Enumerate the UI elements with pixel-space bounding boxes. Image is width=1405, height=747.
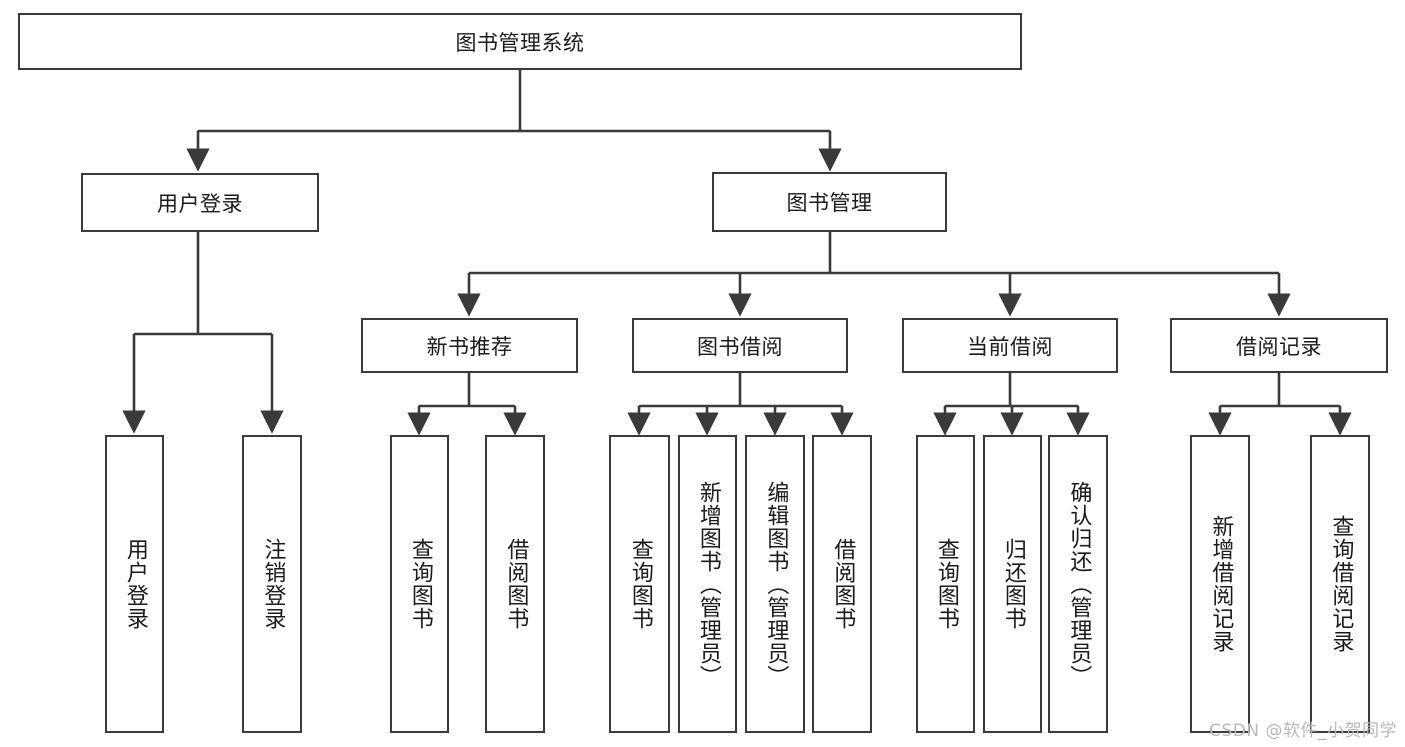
leaf-confirm-return-admin[interactable]: 确认归还（管理员） bbox=[1048, 435, 1108, 733]
node-book-borrow[interactable]: 图书借阅 bbox=[632, 318, 848, 373]
node-user-login[interactable]: 用户登录 bbox=[81, 173, 319, 232]
leaf-add-borrow-record[interactable]: 新增借阅记录 bbox=[1190, 435, 1250, 733]
leaf-borrow-book-recommend[interactable]: 借阅图书 bbox=[485, 435, 545, 733]
node-book-borrow-label: 图书借阅 bbox=[697, 334, 783, 359]
leaf-return-book-label: 归还图书 bbox=[1000, 538, 1026, 630]
leaf-search-book-recommend[interactable]: 查询图书 bbox=[390, 435, 449, 733]
leaf-add-book-admin-label: 新增图书（管理员） bbox=[695, 480, 721, 688]
leaf-edit-book-admin[interactable]: 编辑图书（管理员） bbox=[745, 435, 805, 733]
node-current-borrow[interactable]: 当前借阅 bbox=[902, 318, 1118, 373]
node-new-book-recommend[interactable]: 新书推荐 bbox=[361, 318, 578, 373]
leaf-user-login[interactable]: 用户登录 bbox=[105, 435, 164, 733]
leaf-borrow-book[interactable]: 借阅图书 bbox=[812, 435, 872, 733]
node-borrow-record[interactable]: 借阅记录 bbox=[1170, 318, 1388, 373]
node-user-login-label: 用户登录 bbox=[157, 191, 243, 216]
leaf-edit-book-admin-label: 编辑图书（管理员） bbox=[763, 480, 789, 688]
leaf-confirm-return-admin-label: 确认归还（管理员） bbox=[1066, 480, 1092, 688]
leaf-search-borrow-record-label: 查询借阅记录 bbox=[1328, 515, 1354, 653]
leaf-search-book-borrow[interactable]: 查询图书 bbox=[609, 435, 670, 733]
node-borrow-record-label: 借阅记录 bbox=[1236, 334, 1322, 359]
leaf-borrow-book-recommend-label: 借阅图书 bbox=[503, 538, 529, 630]
leaf-search-book-current[interactable]: 查询图书 bbox=[916, 435, 975, 733]
node-book-management[interactable]: 图书管理 bbox=[712, 172, 947, 232]
leaf-user-logout-label: 注销登录 bbox=[260, 538, 286, 630]
leaf-search-book-current-label: 查询图书 bbox=[933, 538, 959, 630]
watermark: CSDN @软件_小贺同学 bbox=[1209, 721, 1397, 741]
node-root-label: 图书管理系统 bbox=[455, 30, 585, 55]
leaf-user-login-label: 用户登录 bbox=[122, 538, 148, 630]
node-book-management-label: 图书管理 bbox=[786, 191, 873, 215]
node-new-book-recommend-label: 新书推荐 bbox=[426, 334, 513, 359]
leaf-search-borrow-record[interactable]: 查询借阅记录 bbox=[1310, 435, 1370, 733]
leaf-return-book[interactable]: 归还图书 bbox=[983, 435, 1042, 733]
leaf-add-borrow-record-label: 新增借阅记录 bbox=[1208, 515, 1234, 653]
leaf-borrow-book-label: 借阅图书 bbox=[830, 538, 856, 630]
leaf-search-book-borrow-label: 查询图书 bbox=[627, 538, 653, 630]
leaf-user-logout[interactable]: 注销登录 bbox=[242, 435, 302, 733]
leaf-search-book-recommend-label: 查询图书 bbox=[407, 538, 433, 630]
node-current-borrow-label: 当前借阅 bbox=[967, 334, 1053, 359]
leaf-add-book-admin[interactable]: 新增图书（管理员） bbox=[678, 435, 737, 733]
node-root[interactable]: 图书管理系统 bbox=[18, 13, 1022, 70]
